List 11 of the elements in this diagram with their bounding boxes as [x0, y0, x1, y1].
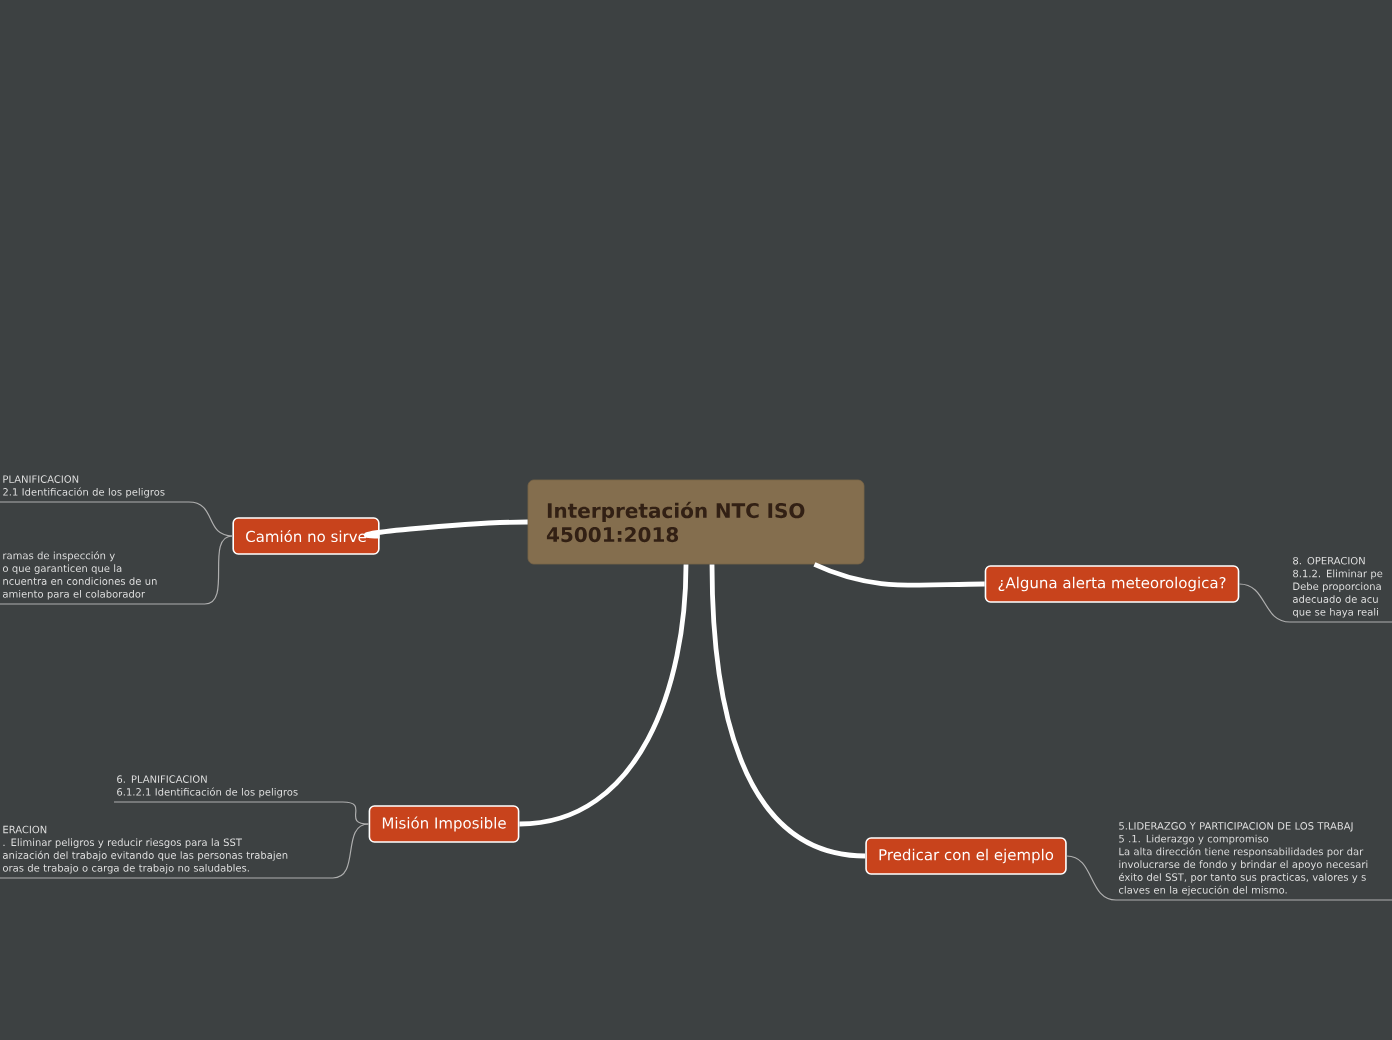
central-topic-box: Interpretación NTC ISO 45001:2018: [527, 479, 865, 565]
connector-line: [709, 564, 866, 859]
connector-line: [365, 519, 528, 539]
connector-line: [519, 564, 689, 827]
connector-line: [1066, 855, 1392, 901]
connector-line: [0, 823, 370, 879]
connector-line: [0, 535, 233, 605]
connector-line: [113, 801, 370, 825]
connector-line: [813, 562, 985, 588]
connector-line: [0, 501, 233, 537]
connector-line: [1238, 583, 1392, 623]
